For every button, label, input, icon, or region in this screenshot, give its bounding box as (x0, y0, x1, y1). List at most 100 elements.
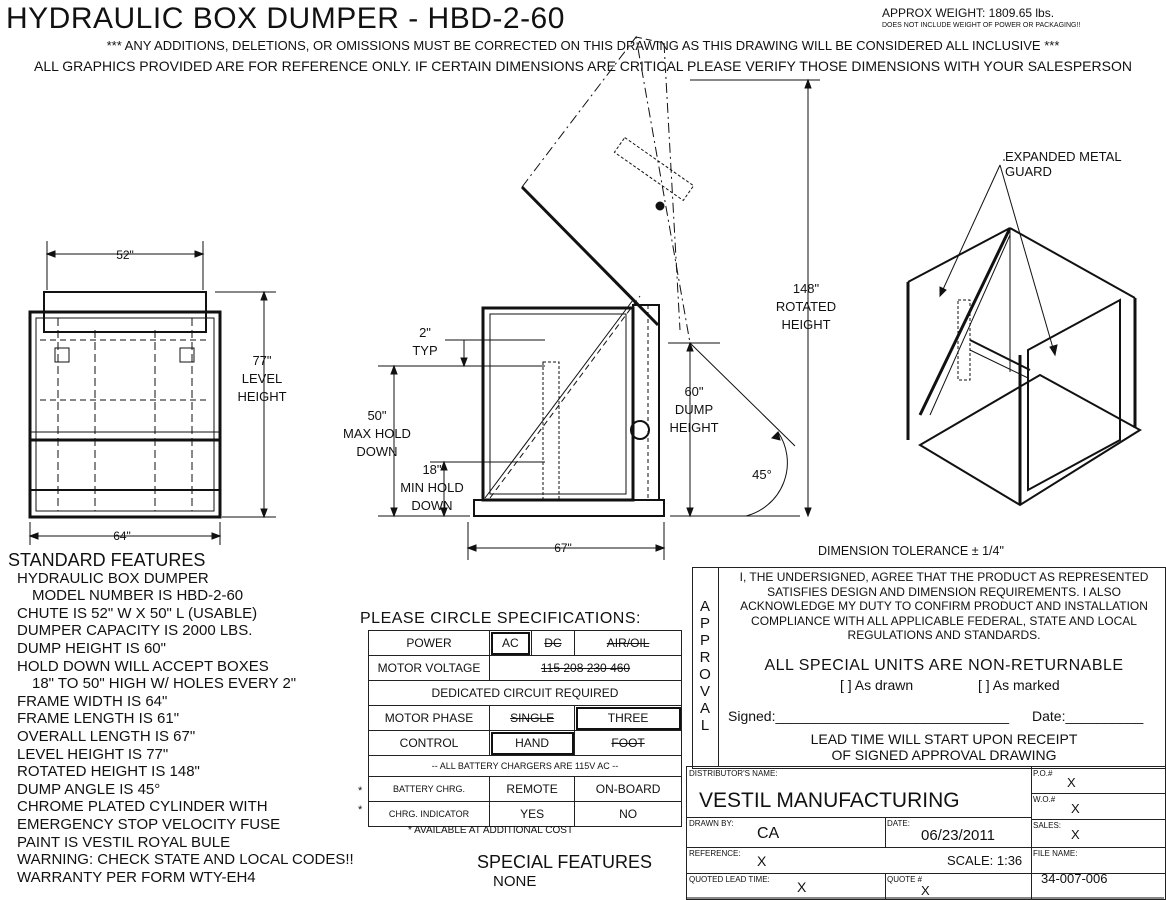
isometric-view (906, 159, 1142, 507)
distributor-name: VESTIL MANUFACTURING (699, 789, 960, 812)
dump-height-value: 60" (684, 384, 703, 399)
additional-cost-note: * AVAILABLE AT ADDITIONAL COST (408, 825, 574, 836)
battery-charger-note: -- ALL BATTERY CHARGERS ARE 115V AC -- (368, 755, 682, 777)
approval-letter: A (699, 598, 710, 615)
feature-item: 18" TO 50" HIGH W/ HOLES EVERY 2" (32, 675, 297, 693)
phase-three-option[interactable]: THREE (574, 705, 682, 731)
control-foot-option[interactable]: FOOT (574, 730, 682, 756)
distributor-label: DISTRIBUTOR'S NAME: (689, 769, 778, 778)
level-height-value: 77" (252, 353, 271, 368)
title-block: DISTRIBUTOR'S NAME: VESTIL MANUFACTURING… (686, 766, 1166, 900)
file-name-value: 34-007-006 (1041, 871, 1108, 886)
feature-item: HYDRAULIC BOX DUMPER (17, 569, 209, 587)
signature-date-field[interactable]: Date:__________ (1032, 708, 1144, 724)
approval-letter: A (699, 700, 710, 717)
feature-item: DUMP ANGLE IS 45° (17, 780, 161, 798)
feature-item: PAINT IS VESTIL ROYAL BULE (17, 833, 231, 851)
max-hold-label-2: DOWN (356, 444, 397, 459)
indicator-yes-option[interactable]: YES (488, 801, 576, 827)
drawn-by-label: DRAWN BY: (689, 819, 734, 828)
feature-item: DUMPER CAPACITY IS 2000 LBS. (17, 622, 253, 640)
specs-title: PLEASE CIRCLE SPECIFICATIONS: (360, 610, 641, 627)
indicator-star: * (358, 804, 363, 816)
voltage-options[interactable]: 115 208 230 460 (489, 655, 682, 681)
feature-item: OVERALL LENGTH IS 67" (17, 727, 196, 745)
po-label: P.O.# (1033, 769, 1053, 778)
feature-item: CHUTE IS 52" W X 50" L (USABLE) (17, 604, 258, 622)
front-view (28, 241, 276, 545)
approval-letter: O (699, 666, 711, 683)
max-hold-label-1: MAX HOLD (343, 426, 411, 441)
control-label: CONTROL (368, 730, 490, 756)
quoted-lead-time-label: QUOTED LEAD TIME: (689, 875, 770, 884)
file-name-label: FILE NAME: (1033, 849, 1078, 858)
control-hand-option[interactable]: HAND (488, 730, 576, 756)
power-ac-option[interactable]: AC (489, 630, 532, 656)
approval-letter: V (699, 683, 710, 700)
battery-remote-option[interactable]: REMOTE (488, 776, 576, 802)
as-marked-checkbox[interactable]: [ ] As marked (978, 677, 1060, 693)
typ-value: 2" (419, 325, 431, 340)
feature-item: MODEL NUMBER IS HBD-2-60 (32, 587, 244, 605)
wo-label: W.O.# (1033, 795, 1056, 804)
feature-item: EMERGENCY STOP VELOCITY FUSE (17, 815, 281, 833)
typ-label: TYP (412, 343, 437, 358)
date-label: DATE: (887, 819, 910, 828)
special-features-heading: SPECIAL FEATURES (477, 852, 653, 872)
feature-item: ROTATED HEIGHT IS 148" (17, 763, 200, 781)
charge-indicator-label: CHRG. INDICATOR (368, 801, 490, 827)
overall-length-label: 67" (554, 541, 572, 555)
approval-letter: P (699, 632, 710, 649)
phase-single-option[interactable]: SINGLE (488, 705, 576, 731)
min-hold-value: 18" (422, 462, 441, 477)
power-airoil-option[interactable]: AIR/OIL (574, 630, 682, 656)
approval-statement: I, THE UNDERSIGNED, AGREE THAT THE PRODU… (739, 570, 1149, 642)
front-width-top-label: 52" (116, 248, 134, 262)
guard-label-1: EXPANDED METAL (1005, 149, 1122, 164)
scale-value: SCALE: 1:36 (947, 853, 1023, 868)
max-hold-value: 50" (367, 408, 386, 423)
reference-label: REFERENCE: (689, 849, 741, 858)
battery-onboard-option[interactable]: ON-BOARD (574, 776, 682, 802)
approval-divider (718, 567, 719, 767)
feature-item: CHROME PLATED CYLINDER WITH (17, 798, 268, 816)
feature-item: WARRANTY PER FORM WTY-EH4 (17, 868, 256, 886)
reference-notice: ALL GRAPHICS PROVIDED ARE FOR REFERENCE … (34, 58, 1132, 74)
side-view (378, 35, 820, 560)
dump-height-label-1: DUMP (675, 402, 713, 417)
indicator-no-option[interactable]: NO (574, 801, 682, 827)
standard-features: STANDARD FEATURES HYDRAULIC BOX DUMPER M… (8, 551, 354, 886)
dimension-tolerance: DIMENSION TOLERANCE ± 1/4" (818, 544, 1004, 558)
quote-label: QUOTE # (887, 875, 923, 884)
feature-item: FRAME WIDTH IS 64" (17, 692, 168, 710)
po-value: X (1067, 775, 1076, 790)
min-hold-label-1: MIN HOLD (400, 480, 464, 495)
quoted-lead-time-value: X (797, 879, 807, 895)
reference-value: X (757, 853, 767, 869)
sales-label: SALES: (1033, 821, 1062, 830)
rotated-height-value: 148" (793, 281, 820, 296)
front-width-bottom-label: 64" (113, 529, 131, 543)
approval-letter: P (699, 615, 710, 632)
as-drawn-checkbox[interactable]: [ ] As drawn (840, 677, 914, 693)
rotated-height-label-2: HEIGHT (781, 317, 830, 332)
signature-field[interactable]: Signed:______________________________ (728, 708, 1010, 724)
drawn-by-value: CA (757, 825, 780, 842)
level-height-label-2: HEIGHT (237, 389, 286, 404)
dump-angle-label: 45° (752, 467, 772, 482)
feature-item: LEVEL HEIGHT IS 77" (17, 745, 169, 763)
dump-height-label-2: HEIGHT (669, 420, 718, 435)
specifications-table: POWER AC DC AIR/OIL MOTOR VOLTAGE 115 20… (368, 630, 682, 827)
feature-item: HOLD DOWN WILL ACCEPT BOXES (17, 657, 269, 675)
sales-value: X (1071, 827, 1080, 842)
approval-letter: R (699, 649, 711, 666)
power-dc-option[interactable]: DC (530, 630, 576, 656)
wo-value: X (1071, 801, 1080, 816)
power-label: POWER (368, 630, 490, 656)
voltage-label: MOTOR VOLTAGE (368, 655, 490, 681)
date-value: 06/23/2011 (921, 827, 995, 844)
special-features-value: NONE (493, 873, 537, 890)
quote-value: X (921, 883, 930, 898)
min-hold-label-2: DOWN (411, 498, 452, 513)
